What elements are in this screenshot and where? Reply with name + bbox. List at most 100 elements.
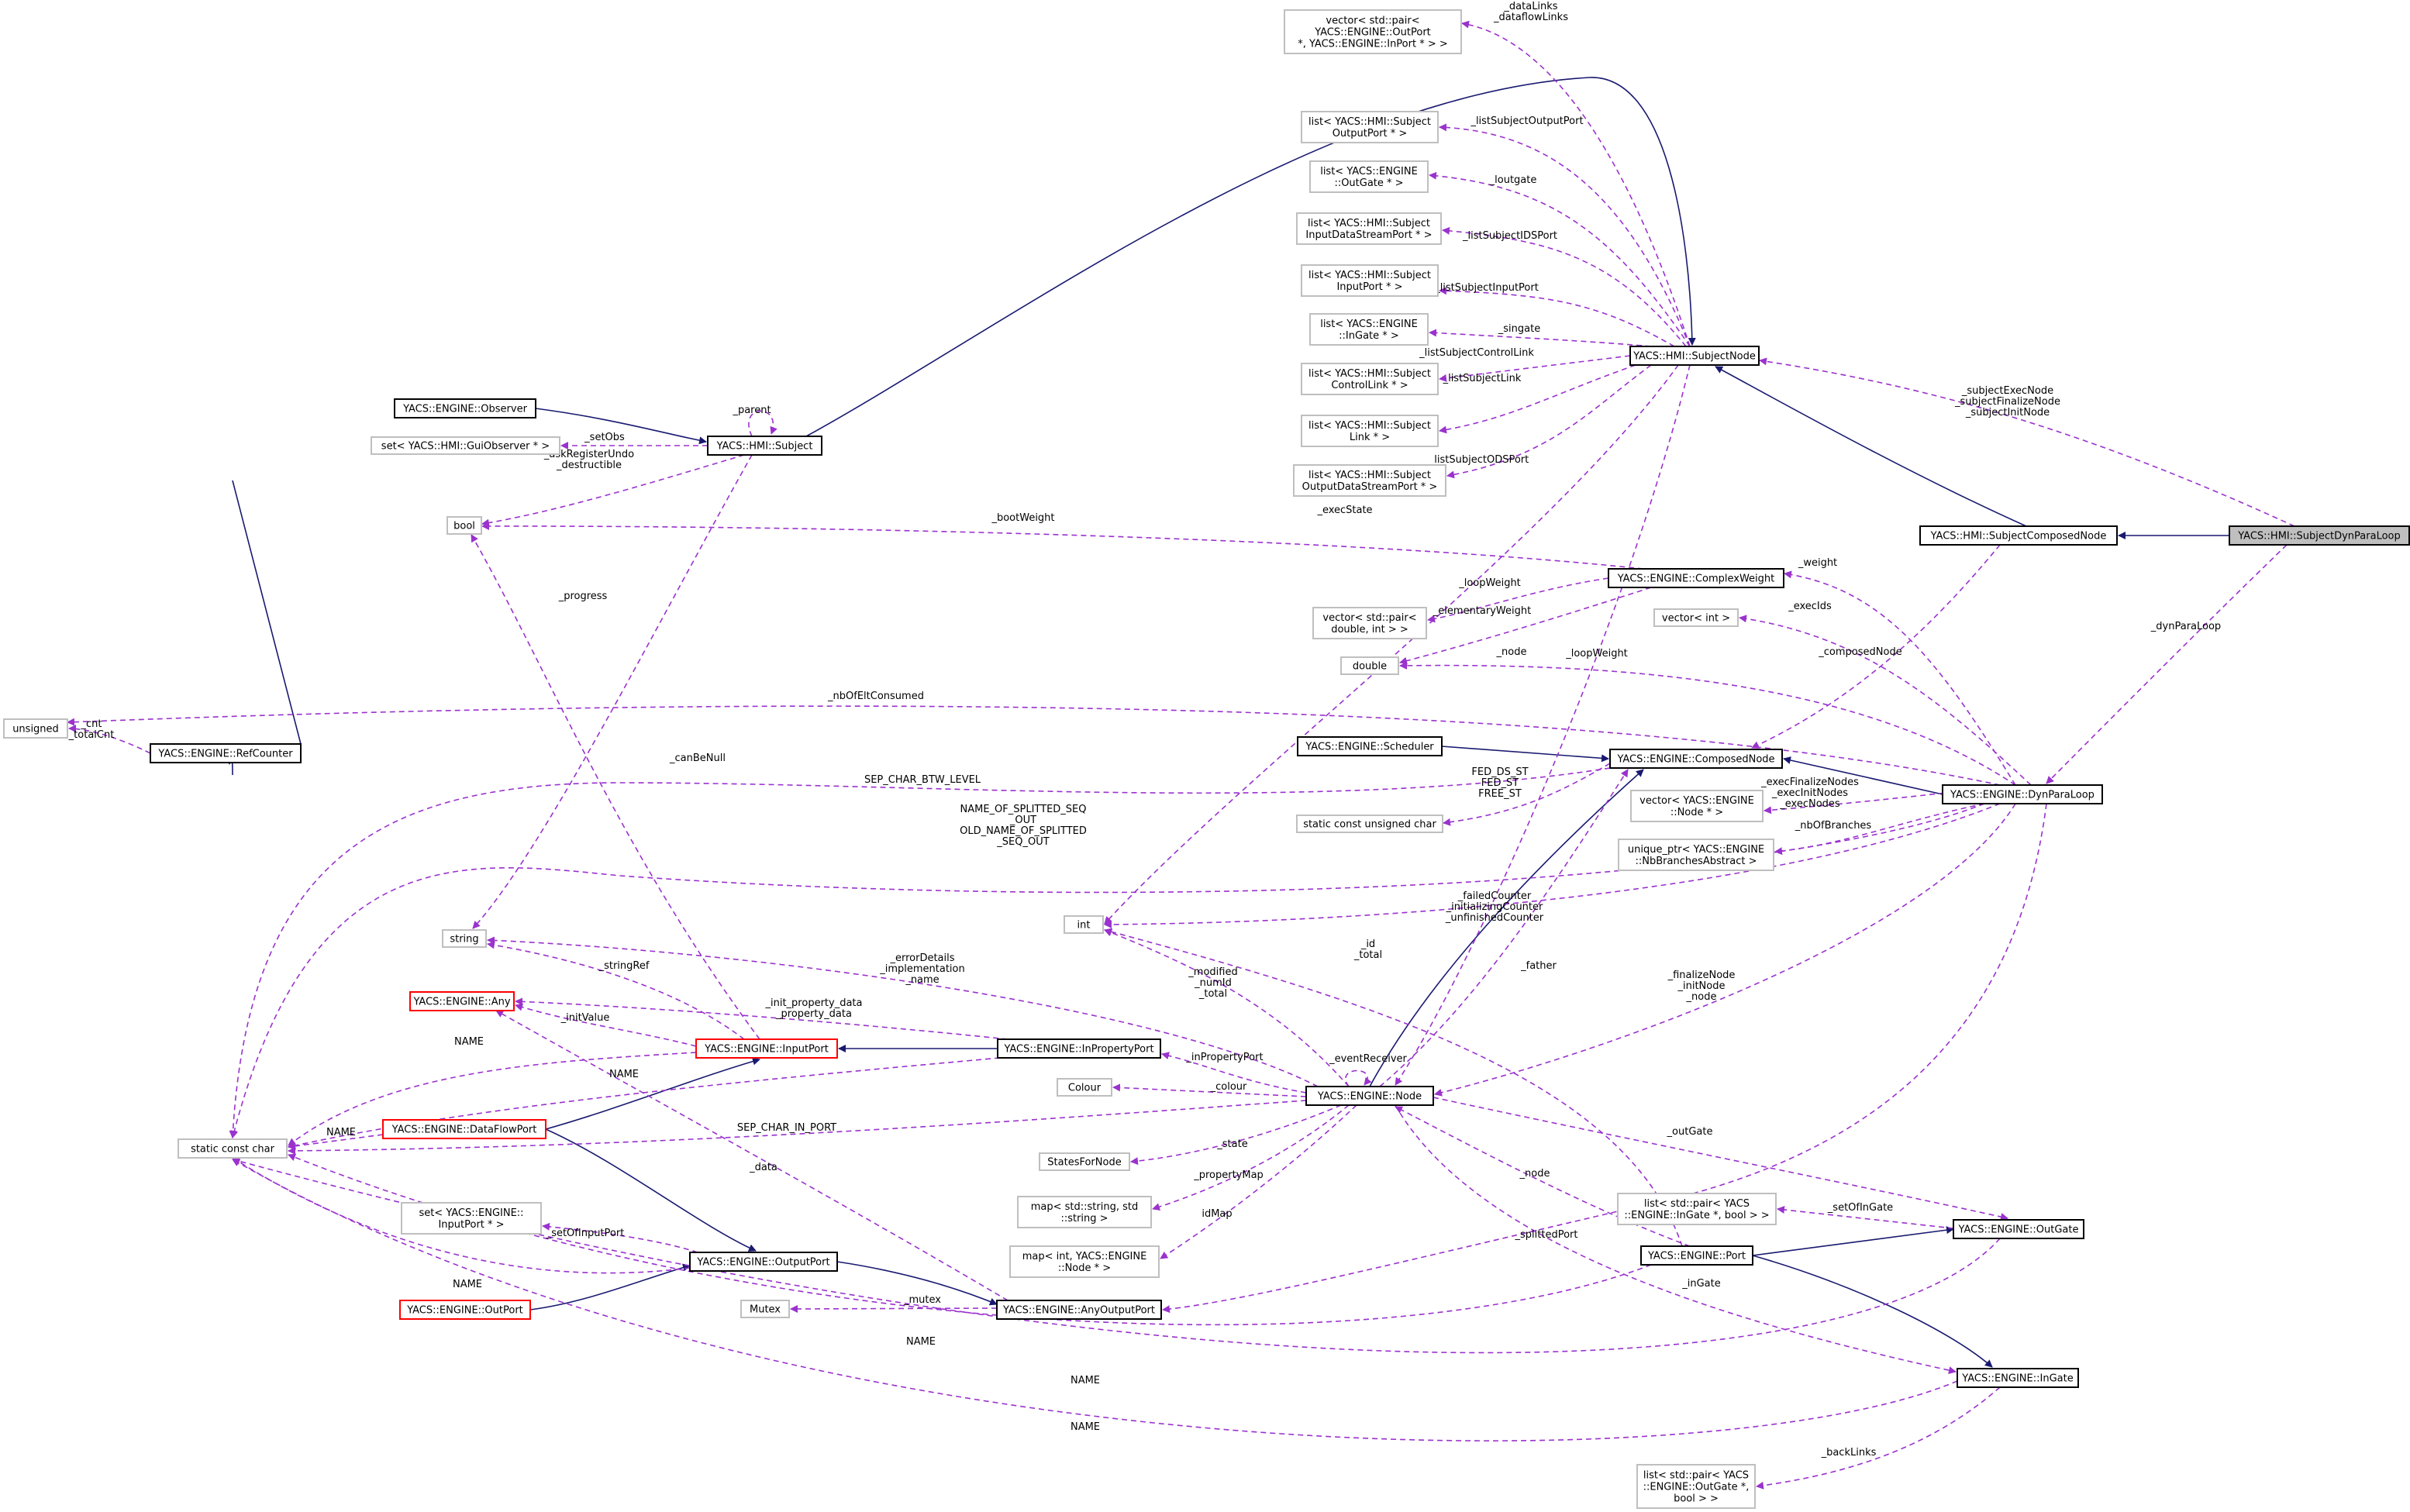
edge-label-subjectnode-to-listsubjoutport: _listSubjectOutputPort — [1470, 115, 1583, 127]
inheritance-edge-observer-to-subject — [535, 408, 707, 445]
class-node-int: int — [1064, 915, 1104, 934]
usage-edge-subjectnode-to-listsubjlink — [1439, 364, 1636, 434]
class-node-outgate[interactable]: YACS::ENGINE::OutGate — [1953, 1219, 2084, 1239]
class-node-box — [1609, 749, 1783, 769]
class-node-subjectcomposednode[interactable]: YACS::HMI::SubjectComposedNode — [1919, 525, 2118, 546]
class-node-vecpairoutin: vector< std::pair<YACS::ENGINE::OutPort*… — [1284, 9, 1462, 54]
class-node-label: list< YACS::ENGINE::InGate * > — [1320, 319, 1418, 342]
class-node-dynparaloop[interactable]: YACS::ENGINE::DynParaLoop — [1942, 784, 2103, 804]
usage-edge-ingate-to-listpairoutgate — [1756, 1386, 2001, 1490]
class-node-subject[interactable]: YACS::HMI::Subject — [707, 436, 822, 456]
class-node-outputport[interactable]: YACS::ENGINE::OutputPort — [689, 1252, 838, 1272]
class-node-box — [1309, 160, 1429, 193]
usage-edge-subjectnode-to-listoutgate — [1429, 171, 1691, 347]
class-node-port[interactable]: YACS::ENGINE::Port — [1640, 1245, 1753, 1266]
class-node-setguiobserver: set< YACS::HMI::GuiObserver * > — [371, 436, 560, 455]
class-node-complexweight[interactable]: YACS::ENGINE::ComplexWeight — [1608, 568, 1784, 588]
class-node-dataflowport[interactable]: YACS::ENGINE::DataFlowPort — [382, 1119, 546, 1139]
class-node-box — [1296, 815, 1443, 833]
usage-edge-node-to-ingate — [1395, 1104, 1957, 1374]
usage-edge-subjectcomposednode-to-composednode — [1751, 544, 2001, 749]
class-node-listpairingate: list< std::pair< YACS::ENGINE::InGate *,… — [1617, 1193, 1777, 1225]
class-node-label: list< std::pair< YACS::ENGINE::OutGate *… — [1643, 1470, 1750, 1505]
inheritance-edge-port-to-outgate — [1752, 1226, 1954, 1256]
class-node-box — [740, 1300, 790, 1318]
edge-label-node-to-staticconstchar: SEP_CHAR_IN_PORT — [737, 1122, 836, 1134]
edge-label-node-to-node: _eventReceiver — [1329, 1053, 1407, 1065]
class-node-node[interactable]: YACS::ENGINE::Node — [1305, 1086, 1434, 1106]
class-node-box — [1305, 1086, 1434, 1106]
inheritance-edge-dataflowport-to-inputport — [545, 1057, 760, 1130]
class-node-label: YACS::HMI::SubjectDynParaLoop — [2237, 531, 2401, 542]
edge-label-subject-to-subject: _parent — [732, 405, 771, 416]
usage-edge-node-to-staticconstchar — [288, 1100, 1307, 1155]
class-node-label: set< YACS::HMI::GuiObserver * > — [381, 441, 550, 453]
edge-label-anyoutputport-to-mutex: _mutex — [903, 1294, 941, 1306]
class-node-inpropertyport[interactable]: YACS::ENGINE::InPropertyPort — [997, 1038, 1161, 1059]
class-node-listoutgate: list< YACS::ENGINE::OutGate * > — [1309, 160, 1429, 193]
class-node-box — [2229, 525, 2410, 546]
edge-label-port-to-int: _id_total — [1353, 939, 1382, 961]
edge-label-node-to-mapstringstring: _propertyMap — [1193, 1169, 1264, 1181]
class-node-box — [3, 718, 68, 739]
usage-edge-dynparaloopsubject-to-subjectnode — [1759, 357, 2295, 527]
class-node-dynparaloopsubject[interactable]: YACS::HMI::SubjectDynParaLoop — [2229, 525, 2410, 546]
class-node-composednode[interactable]: YACS::ENGINE::ComposedNode — [1609, 749, 1783, 769]
class-node-label: YACS::ENGINE::Observer — [402, 404, 528, 415]
class-node-any[interactable]: YACS::ENGINE::Any — [409, 991, 515, 1011]
class-node-box — [1301, 264, 1439, 297]
class-node-outport[interactable]: YACS::ENGINE::OutPort — [399, 1300, 531, 1320]
usage-edge-node-to-int — [1104, 928, 1350, 1087]
class-node-colour: Colour — [1057, 1078, 1112, 1097]
class-node-scheduler[interactable]: YACS::ENGINE::Scheduler — [1297, 736, 1443, 756]
edge-label-node-to-string: _errorDetails_implementation_name — [879, 952, 965, 986]
usage-edge-subjectnode-to-int — [1104, 364, 1679, 925]
class-node-box — [689, 1252, 838, 1272]
class-node-box — [1630, 790, 1764, 822]
usage-edge-subject-to-bool — [481, 454, 745, 527]
usage-edge-subject-to-string — [472, 454, 753, 929]
usage-edge-composednode-to-staticconstuchar — [1443, 763, 1611, 826]
inheritance-edge-subject-to-subjectnode — [805, 77, 1696, 437]
edge-label-refcounter-to-unsigned: _cnt_totalCnt — [68, 718, 115, 741]
class-node-inputport[interactable]: YACS::ENGINE::InputPort — [695, 1038, 838, 1059]
usage-edge-port-to-staticconstchar — [288, 1153, 1652, 1326]
usage-edge-outgate-to-listpairingate — [1777, 1206, 1954, 1229]
class-node-box — [996, 1300, 1162, 1320]
class-node-label: unique_ptr< YACS::ENGINE::NbBranchesAbst… — [1628, 844, 1764, 867]
class-node-box — [1312, 607, 1427, 639]
usage-edge-inpropertyport-to-any — [515, 997, 1008, 1040]
edge-labels-layer: _subjectExecNode_subjectFinalizeNode_sub… — [68, 1, 2222, 1459]
usage-edge-dynparaloop-to-complexweight — [1784, 570, 2016, 786]
class-node-box — [1629, 346, 1760, 366]
edge-label-dynparaloop-to-anyoutputport: _splittedPort — [1515, 1229, 1578, 1241]
class-node-ingate[interactable]: YACS::ENGINE::InGate — [1957, 1368, 2079, 1388]
inheritance-edge-dataflowport-to-outputport — [545, 1128, 757, 1252]
edge-label-dynparaloopsubject-to-subjectnode: _subjectExecNode_subjectFinalizeNode_sub… — [1954, 385, 2060, 418]
class-node-anyoutputport[interactable]: YACS::ENGINE::AnyOutputPort — [996, 1300, 1162, 1320]
edge-label-subjectnode-to-listsubjoutds: _listSubjectODSPort — [1429, 454, 1529, 466]
edge-label-ingate-to-staticconstchar: NAME — [1071, 1421, 1100, 1433]
class-node-box — [997, 1038, 1161, 1059]
usage-edge-complexweight-to-bool — [481, 522, 1644, 570]
usage-edge-anyoutputport-to-mutex — [790, 1304, 998, 1313]
class-node-refcounter[interactable]: YACS::ENGINE::RefCounter — [150, 743, 302, 763]
edge-label-dynparaloop-to-unsigned: _nbOfEltConsumed — [827, 691, 924, 702]
class-node-observer[interactable]: YACS::ENGINE::Observer — [394, 398, 536, 418]
usage-edge-inpropertyport-to-staticconstchar — [288, 1057, 1001, 1149]
class-node-box — [1009, 1245, 1160, 1278]
edge-label-outgate-to-staticconstchar: NAME — [1071, 1375, 1100, 1386]
class-node-bool: bool — [446, 516, 482, 535]
class-node-subjectnode[interactable]: YACS::HMI::SubjectNode — [1629, 346, 1760, 366]
usage-edge-inputport-to-any — [515, 1003, 697, 1047]
edge-label-complexweight-to-double: _elementaryWeight — [1433, 605, 1531, 617]
edge-label-node-to-int: _modified_numId_total — [1188, 966, 1237, 1000]
class-node-label: YACS::ENGINE::AnyOutputPort — [1002, 1305, 1155, 1317]
class-node-label: YACS::ENGINE::InGate — [1961, 1373, 2073, 1385]
edge-label-inpropertyport-to-staticconstchar: NAME — [609, 1069, 639, 1080]
usage-edge-subjectnode-to-listsubjinport — [1439, 287, 1675, 347]
class-node-box — [1057, 1078, 1112, 1097]
